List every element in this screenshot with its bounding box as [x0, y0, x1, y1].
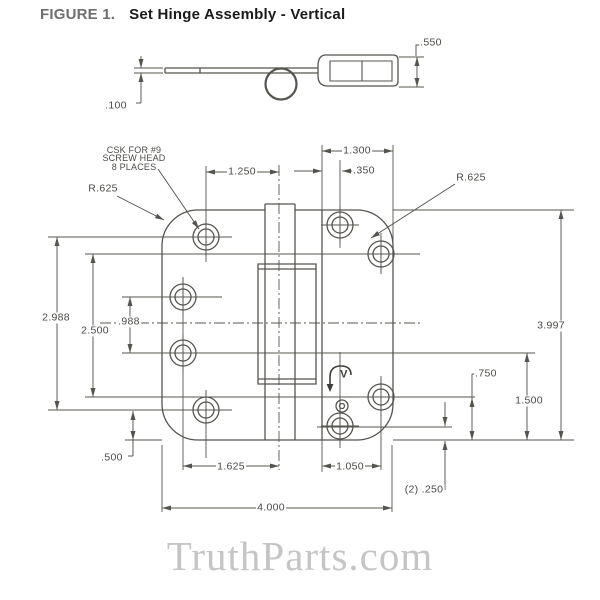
figure-title: Set Hinge Assembly - Vertical	[129, 6, 346, 23]
plan-view-outline	[161, 203, 394, 441]
screw-hole	[164, 278, 202, 316]
figure-label: FIGURE 1.	[40, 6, 116, 23]
leader-lines	[116, 168, 456, 239]
figure-caption: FIGURE 1. Set Hinge Assembly - Vertical	[40, 6, 345, 23]
dim-lower-hole-to-bottom: .750	[474, 367, 498, 380]
screw-hole	[187, 218, 225, 256]
dim-edge-offset-two-places: (2) .250	[403, 483, 445, 496]
extension-lines	[48, 145, 574, 512]
pin-hole	[335, 399, 349, 413]
dim-leaf-thickness: .100	[104, 99, 128, 112]
dim-mid-holes-span: .988	[117, 315, 141, 328]
screw-hole	[187, 391, 225, 429]
dim-mid-holes-to-pin: 1.625	[216, 460, 246, 473]
dim-hole-to-pin: 1.250	[227, 165, 257, 178]
side-view-dimensions	[134, 44, 424, 104]
dim-edge-to-hole: .350	[352, 164, 376, 177]
side-channel-inner	[329, 60, 393, 82]
leaf-notch-edges	[265, 209, 322, 441]
left-leaf	[161, 209, 265, 441]
screw-hole	[362, 235, 400, 273]
side-leaf	[164, 67, 318, 74]
radius-right-leader	[370, 183, 456, 239]
dim-corner-radius-right: R.625	[456, 171, 486, 184]
dim-overall-width: 4.000	[256, 501, 286, 514]
dim-channel-height: .550	[419, 36, 443, 49]
dimension-lines	[54, 148, 564, 511]
rotation-arrow	[326, 365, 352, 392]
csk-note-line: 8 PLACES	[111, 161, 157, 172]
dim-mid-hole-to-bottom: 1.500	[514, 394, 544, 407]
csk-note-line: SCREW HEAD	[102, 153, 166, 164]
side-view	[164, 54, 399, 101]
right-leaf	[321, 209, 394, 441]
screw-hole	[321, 206, 359, 244]
screw-hole	[362, 378, 400, 416]
rotation-symbol-letter: V	[340, 368, 348, 381]
csk-note-line: CSK FOR #9	[106, 145, 162, 155]
pin-barrel	[264, 203, 296, 440]
screw-hole	[164, 334, 202, 372]
watermark: TruthParts.com	[166, 533, 434, 579]
dim-edge-to-hole-column: 1.050	[335, 460, 365, 473]
side-channel-outer	[317, 54, 399, 87]
dim-corner-radius-left: R.625	[88, 182, 118, 195]
radius-left-leader	[116, 195, 165, 221]
dim-outer-holes-span: 2.988	[41, 311, 71, 324]
dim-right-leaf-width: 1.300	[342, 144, 372, 157]
center-knuckle	[257, 263, 317, 385]
centerlines	[100, 165, 420, 470]
dim-overall-height: 3.997	[536, 319, 566, 332]
dim-right-holes-span: 2.500	[80, 324, 110, 337]
screw-hole	[321, 407, 359, 445]
csk-leader	[157, 168, 200, 230]
dim-hole-to-bottom-edge: .500	[100, 451, 124, 464]
csk-note: CSK FOR #9 SCREW HEAD 8 PLACES	[86, 145, 182, 172]
side-knuckle	[264, 67, 298, 101]
screw-holes	[164, 206, 400, 445]
